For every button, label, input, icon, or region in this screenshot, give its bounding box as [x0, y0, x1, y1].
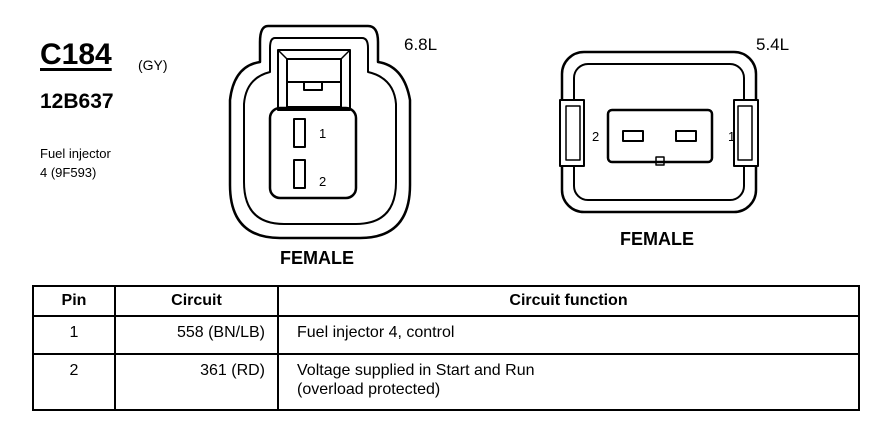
- connector-id: C184: [40, 38, 112, 71]
- connector-shell-inner: [573, 63, 745, 201]
- engine-label-6-8l: 6.8L: [404, 35, 437, 54]
- gender-label-6-8l: FEMALE: [280, 248, 354, 268]
- terminal-cavity-2: [622, 130, 644, 142]
- circuit-function-line-1: Fuel injector 4, control: [297, 324, 455, 341]
- terminal-cavity-1: [675, 130, 697, 142]
- component-line-1: Fuel injector: [40, 146, 111, 161]
- pinout-table: Pin Circuit Circuit function 1 558 (BN/L…: [32, 285, 860, 411]
- connector-view-5-4l: [559, 50, 759, 214]
- connector-shell-inner: [243, 37, 397, 225]
- connector-diagram-svg: 6.8L 1 2 FEMALE 5.4L 2 1 FEMALE: [228, 24, 789, 268]
- gender-label-5-4l: FEMALE: [620, 229, 694, 249]
- connector-diagrams: 6.8L 1 2 FEMALE 5.4L 2 1 FEMALE: [228, 24, 789, 268]
- part-number: 12B637: [40, 90, 114, 113]
- polarization-key: [655, 156, 665, 166]
- table-header-row: Pin Circuit Circuit function: [32, 285, 860, 317]
- pin-label-5-4l-2: 2: [592, 129, 599, 144]
- circuit-cell: 361 (RD): [114, 353, 279, 411]
- locking-latch-outer: [277, 49, 351, 111]
- column-header-pin: Pin: [32, 285, 116, 317]
- table-row: 2 361 (RD) Voltage supplied in Start and…: [32, 353, 860, 411]
- circuit-function-cell: Fuel injector 4, control: [277, 315, 860, 355]
- circuit-function-cell: Voltage supplied in Start and Run (overl…: [277, 353, 860, 411]
- table-row: 1 558 (BN/LB) Fuel injector 4, control: [32, 315, 860, 355]
- circuit-cell: 558 (BN/LB): [114, 315, 279, 355]
- latch-tab: [303, 81, 323, 91]
- connector-shell-outer: [228, 24, 412, 240]
- terminal-housing: [268, 106, 358, 200]
- pin-label-6-8l-2: 2: [319, 174, 326, 189]
- terminal-cavity-2: [293, 159, 306, 189]
- pin-label-6-8l-1: 1: [319, 126, 326, 141]
- side-lug-left-inner: [565, 105, 581, 161]
- pin-cell: 2: [32, 353, 116, 411]
- pin-cell: 1: [32, 315, 116, 355]
- connector-color-code: (GY): [138, 57, 168, 73]
- pin-label-5-4l-1: 1: [728, 129, 735, 144]
- side-lug-right-inner: [737, 105, 753, 161]
- column-header-circuit-function: Circuit function: [277, 285, 860, 317]
- circuit-function-line-1: Voltage supplied in Start and Run: [297, 362, 535, 379]
- connector-view-6-8l: [228, 24, 412, 240]
- component-line-2: 4 (9F593): [40, 165, 97, 180]
- terminal-housing: [606, 108, 714, 164]
- terminal-cavity-1: [293, 118, 306, 148]
- circuit-function-line-2: (overload protected): [297, 381, 441, 398]
- engine-label-5-4l: 5.4L: [756, 35, 789, 54]
- column-header-circuit: Circuit: [114, 285, 279, 317]
- component-description: Fuel injector 4 (9F593): [40, 144, 111, 182]
